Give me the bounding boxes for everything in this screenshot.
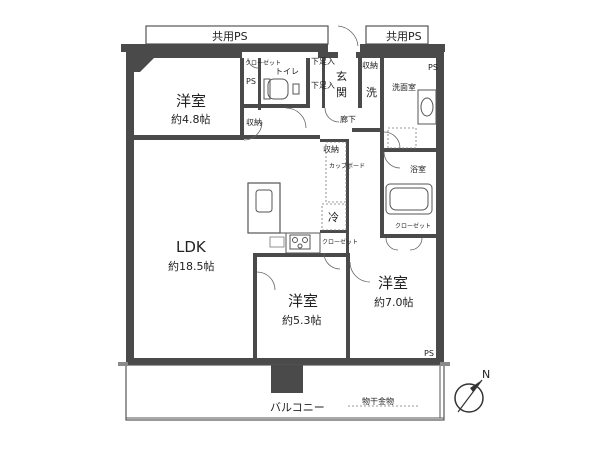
doors xyxy=(243,25,423,291)
western-b-name: 洋室 xyxy=(288,292,318,310)
fridge-label: 冷 xyxy=(328,211,339,224)
fridge xyxy=(321,203,347,231)
bathroom-label: 浴室 xyxy=(410,164,426,174)
wash-label: 洗 xyxy=(366,86,377,99)
ldk-name: LDK xyxy=(176,238,207,256)
balcony-area xyxy=(118,362,450,421)
western-c-size: 約7.0帖 xyxy=(374,295,414,309)
cupboard xyxy=(325,141,347,203)
kitchen-counter xyxy=(248,232,321,254)
shoe-rack-b-label: 下足入 xyxy=(311,81,335,90)
western-c-name: 洋室 xyxy=(378,274,408,292)
compass-icon xyxy=(454,379,484,413)
ps-bottom-label: PS xyxy=(424,349,434,358)
storage-kitchen-label: 収納 xyxy=(323,144,339,154)
laundry-hardware-label: 物干金物 xyxy=(362,396,394,406)
western-a-name: 洋室 xyxy=(176,92,206,110)
outer-walls xyxy=(126,52,444,365)
ldk-size: 約18.5帖 xyxy=(168,259,215,273)
ps-small-label: PS xyxy=(246,77,256,86)
western-a-size: 約4.8帖 xyxy=(171,112,211,126)
kitchen-island xyxy=(247,182,281,234)
shared-ps-right-label: 共用PS xyxy=(386,30,422,43)
closet-top-label: クローゼット xyxy=(245,59,281,67)
closet-mid-label: クローゼット xyxy=(322,238,358,246)
shared-ps-right-area xyxy=(360,25,445,52)
closet-right-label: クローゼット xyxy=(395,222,431,230)
shared-ps-left-area xyxy=(121,25,329,52)
toilet-label: トイレ xyxy=(275,67,299,76)
genkan-label-2: 関 xyxy=(336,86,347,99)
compass-n-label: N xyxy=(482,368,490,381)
storage-top-label: 収納 xyxy=(362,60,378,70)
interior-walls xyxy=(134,58,436,358)
washroom-label: 洗面室 xyxy=(392,82,416,92)
washing-machine xyxy=(387,127,417,149)
cupboard-label: カップボード xyxy=(329,162,365,170)
genkan-label-1: 玄 xyxy=(336,69,347,83)
storage-left-label: 収納 xyxy=(246,117,262,127)
western-b-size: 約5.3帖 xyxy=(282,313,322,327)
balcony-label: バルコニー xyxy=(270,401,325,414)
shared-ps-left-label: 共用PS xyxy=(212,30,248,43)
ps-right-label: PS xyxy=(428,63,438,72)
hallway-label: 廊下 xyxy=(340,114,356,124)
bathtub xyxy=(385,183,433,215)
washbasin xyxy=(417,89,437,125)
shoe-rack-a-label: 下足入 xyxy=(311,57,335,66)
toilet-fixture xyxy=(263,78,300,100)
